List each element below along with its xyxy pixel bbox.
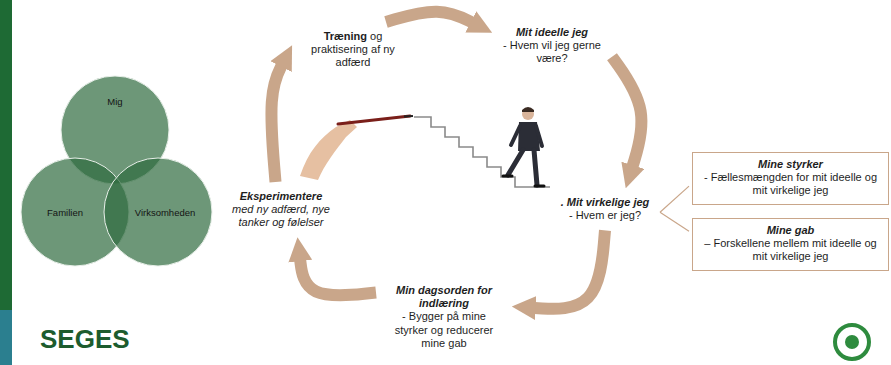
cycle-step: Træning og praktisering af ny adfærd: [298, 28, 408, 72]
callout-box: Mine styrker- Fællesmængden for mit idee…: [692, 152, 889, 205]
cycle-arrow: [386, 12, 475, 24]
step-heading: Min dagsorden for indlæring: [385, 284, 503, 310]
venn-circle: Virksomheden: [103, 157, 213, 267]
cycle-arrow: [300, 256, 376, 295]
cycle-arrow: [271, 62, 283, 182]
brand-label: SEGES: [40, 326, 130, 352]
step-heading: Mine styrker: [700, 158, 881, 171]
cycle-step: Min dagsorden for indlæring- Bygger på m…: [382, 282, 506, 352]
step-text: - Hvem er jeg?: [556, 209, 654, 222]
cycle-arrow: [531, 230, 605, 308]
callout-box: Mine gab– Forskellene mellem mit ideelle…: [692, 218, 889, 271]
logo: [835, 325, 869, 359]
side-bar: [0, 310, 12, 365]
stairs: [414, 117, 550, 187]
drawing-hand: [300, 116, 413, 180]
venn-label: Mig: [85, 96, 145, 107]
cycle-step: . Mit virkelige jeg- Hvem er jeg?: [553, 194, 657, 224]
business-man: [503, 107, 544, 186]
circle-outline: [104, 158, 212, 266]
step-text: - Hvem vil jeg gerne være?: [501, 39, 603, 65]
venn-label: Virksomheden: [125, 207, 205, 218]
step-text: - Bygger på mine styrker og reducerer mi…: [385, 310, 503, 350]
step-text: - Fællesmængden for mit ideelle og mit v…: [700, 171, 881, 197]
step-text: Eksperimentere med ny adfærd, nye tanker…: [229, 190, 333, 230]
side-bar: [0, 0, 12, 310]
cycle-arrow: [612, 57, 641, 170]
venn-label: Familien: [30, 207, 100, 218]
step-text: – Forskellene mellem mit ideelle og mit …: [700, 237, 881, 263]
step-heading: . Mit virkelige jeg: [556, 196, 654, 209]
cycle-step: Mit ideelle jeg- Hvem vil jeg gerne være…: [498, 24, 606, 68]
cycle-step: Eksperimentere med ny adfærd, nye tanker…: [226, 188, 336, 232]
step-text: Træning og praktisering af ny adfærd: [301, 30, 405, 70]
callout-line: [660, 186, 689, 212]
step-heading: Mine gab: [700, 224, 881, 237]
callout-line: [660, 212, 689, 231]
step-heading: Mit ideelle jeg: [501, 26, 603, 39]
